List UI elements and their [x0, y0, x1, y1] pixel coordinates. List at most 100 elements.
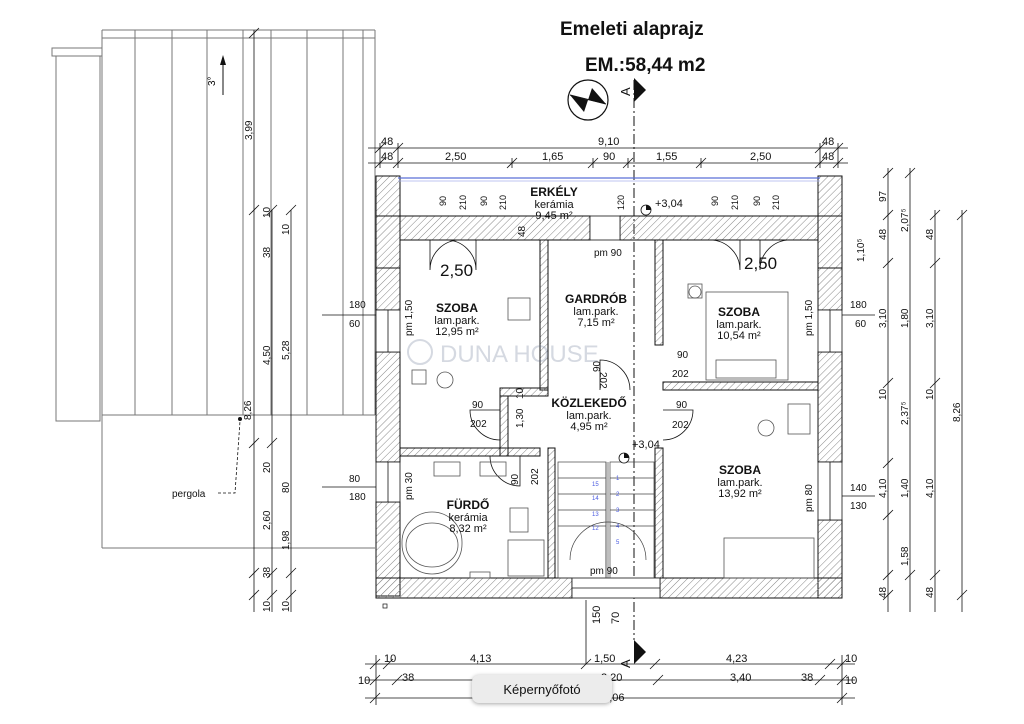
stair-number: 2 [616, 492, 620, 498]
dim-right: 48 [878, 228, 889, 240]
door-dim: 90 [676, 400, 688, 411]
opening-label: pm 90 [594, 248, 622, 259]
stair-number: 15 [592, 482, 599, 488]
dim-left: 2,60 [262, 510, 273, 530]
dim-bottom: 38 [801, 672, 813, 684]
dim-right: 3,10 [925, 308, 936, 328]
room-labels: ERKÉLY kerámia 9,45 m² SZOBA lam.park. 1… [434, 184, 762, 535]
opening-label: pm 30 [404, 472, 415, 500]
dim-right: 97 [878, 190, 889, 202]
stair-number: 3 [616, 508, 620, 514]
room-area: 12,95 m² [435, 326, 479, 338]
watermark: DUNA HOUSE [407, 339, 599, 368]
dim-left: 80 [281, 481, 292, 493]
door-width: 210 [771, 195, 781, 210]
room-name: FÜRDŐ [447, 497, 490, 512]
dim-right: 1,80 [900, 308, 911, 328]
room-area: 13,92 m² [718, 488, 762, 500]
dim-top: 1,65 [542, 151, 563, 163]
window-dim: 130 [850, 501, 867, 512]
room-name: SZOBA [719, 463, 761, 477]
pergola-label: pergola [172, 489, 206, 500]
dim-left: 8,26 [243, 400, 254, 420]
dim-left: 1,98 [281, 530, 292, 550]
dim-right: 1,40 [900, 478, 911, 498]
door-width-labels: 90 210 90 210 120 90 210 90 210 [438, 195, 781, 210]
opening-label: pm 90 [590, 566, 618, 577]
north-arrow-icon [567, 79, 609, 121]
dim-bottom: 4,23 [726, 653, 747, 665]
span-label: 2,50 [744, 254, 777, 273]
door-dim: 202 [597, 372, 608, 389]
dim-right: 8,26 [952, 402, 963, 422]
opening-labels: pm 90 pm 90 pm 1,50 pm 1,50 pm 30 pm 80 [404, 248, 815, 577]
dim-right: 1,58 [900, 546, 911, 566]
door-width: 210 [498, 195, 508, 210]
door-dim: 90 [592, 360, 603, 372]
room-name: ERKÉLY [530, 184, 578, 199]
dim-right: 48 [925, 228, 936, 240]
door-width: 90 [438, 196, 448, 206]
stair-number: 5 [616, 540, 620, 546]
door-width: 210 [458, 195, 468, 210]
walls [375, 175, 843, 599]
screenshot-tooltip: Képernyőfotó [472, 675, 612, 703]
dim-left: 10 [262, 206, 273, 218]
door-width: 90 [710, 196, 720, 206]
dim-right: 4,10 [925, 478, 936, 498]
window-dimension-labels: 180 60 180 60 80 180 140 130 [349, 300, 867, 512]
door-dim: 202 [672, 420, 689, 431]
dim-top: 2,50 [750, 151, 771, 163]
dim-top: 48 [822, 136, 834, 148]
dim-bottom: 150 [591, 606, 603, 624]
door-dim: 90 [677, 350, 689, 361]
dim-right: 1,10⁵ [856, 238, 867, 262]
dim-right: 4,10 [878, 478, 889, 498]
dim-bottom: 1,50 [594, 653, 615, 665]
room-material: lam.park. [717, 477, 762, 489]
level-marker-icon [618, 204, 652, 464]
dim-left: 10 [281, 223, 292, 235]
section-line-top [633, 78, 646, 664]
dim-right: 2,37⁵ [900, 401, 911, 425]
room-material: lam.park. [566, 410, 611, 422]
room-name: GARDRÓB [565, 291, 627, 306]
level-label: +3,04 [632, 439, 660, 451]
window-dim: 80 [349, 474, 361, 485]
dim-top: 48 [822, 151, 834, 163]
dim-top: 90 [603, 151, 615, 163]
right-dimension-lines [882, 167, 968, 612]
page-subtitle: EM.:58,44 m2 [585, 55, 706, 76]
dim-left: 5,28 [281, 340, 292, 360]
window-dim: 180 [349, 492, 366, 503]
dim-right: 3,10 [878, 308, 889, 328]
door-dim: 202 [530, 468, 541, 485]
right-dimension-labels: 97 2,07⁵ 48 1,10⁵ 48 3,10 1,80 3,10 10 2… [856, 190, 963, 598]
dim-right: 48 [878, 586, 889, 598]
window-dim: 180 [349, 300, 366, 311]
door-width: 90 [479, 196, 489, 206]
door-dim: 202 [470, 419, 487, 430]
dim-bottom: 70 [610, 612, 622, 624]
room-area: 7,15 m² [577, 317, 615, 329]
dim-left: 4,50 [262, 345, 273, 365]
room-area: 8,32 m² [449, 523, 487, 535]
door-dim: 48 [517, 225, 528, 237]
top-dimension-lines [368, 142, 848, 169]
slope-arrow-icon [220, 55, 226, 95]
furniture [401, 283, 815, 579]
room-area: 4,95 m² [570, 421, 608, 433]
room-area: 9,45 m² [535, 210, 573, 222]
section-label-bottom: A [618, 659, 633, 668]
door-dim: 1,30 [515, 408, 526, 428]
dim-left: 10 [281, 600, 292, 612]
dim-top: 2,50 [445, 151, 466, 163]
dim-left: 38 [262, 246, 273, 258]
level-label: +3,04 [655, 198, 683, 210]
window-dim: 140 [850, 483, 867, 494]
dim-right: 10 [925, 388, 936, 400]
left-dimension-lines [248, 27, 297, 612]
room-material: lam.park. [434, 315, 479, 327]
